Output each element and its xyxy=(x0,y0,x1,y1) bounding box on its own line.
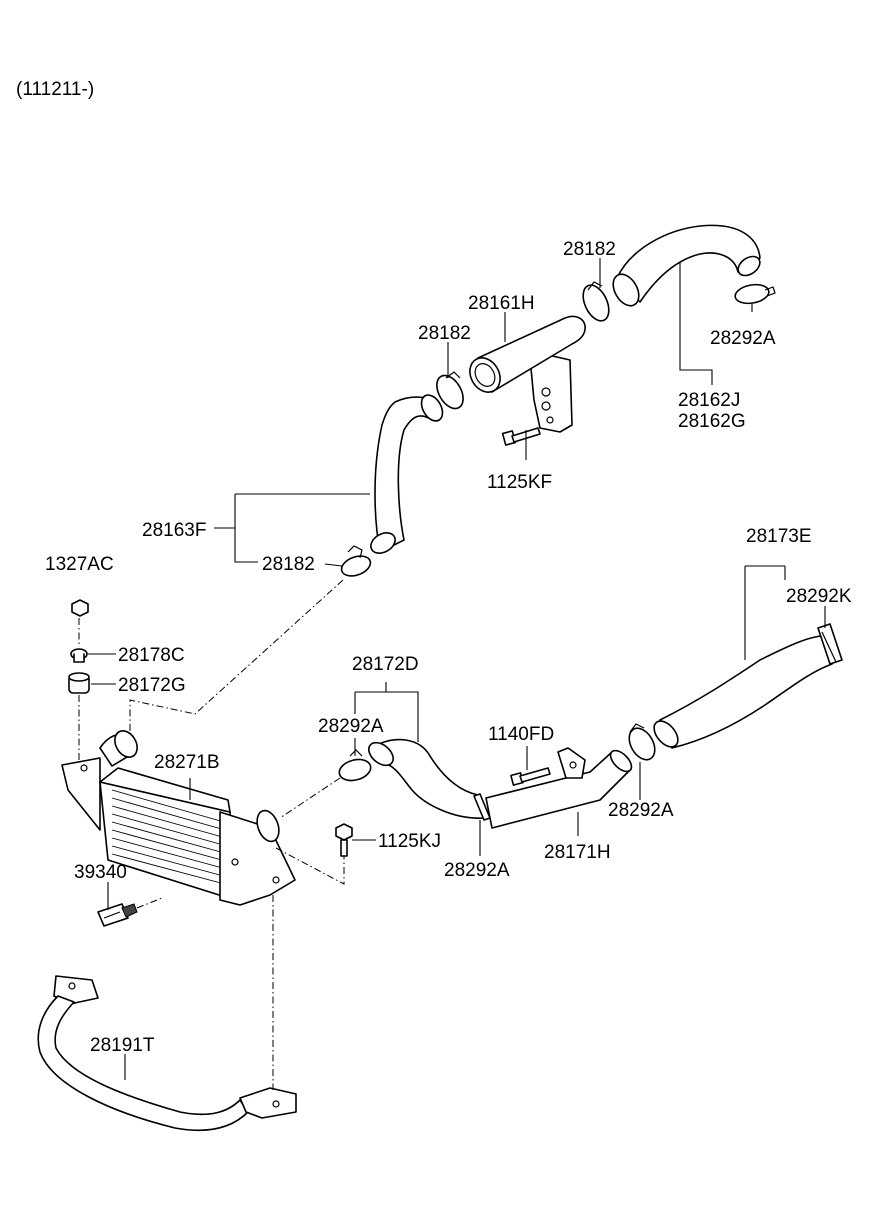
intercooler-hose-28172d[interactable] xyxy=(364,738,486,819)
hose-clamp-28292k[interactable] xyxy=(817,623,843,665)
hose-clamp-28182-top[interactable] xyxy=(578,281,614,325)
hose-clamp-28292a-mid[interactable] xyxy=(337,749,373,784)
insulator-28172g[interactable] xyxy=(68,672,90,694)
bolt-1125kj[interactable] xyxy=(335,823,353,857)
hose-clamp-28292a-right[interactable] xyxy=(624,723,660,764)
part-label-1140fd[interactable]: 1140FD xyxy=(488,724,554,745)
revision-code: (111211-) xyxy=(16,79,94,100)
part-label-1125kf[interactable]: 1125KF xyxy=(487,472,552,493)
part-label-28292a-mid[interactable]: 28292A xyxy=(318,716,384,737)
part-label-28292k[interactable]: 28292K xyxy=(786,586,852,607)
part-label-28292a-top[interactable]: 28292A xyxy=(710,328,776,349)
intercooler-hose-28163f[interactable] xyxy=(367,391,447,557)
intercooler-assembly-28271b[interactable] xyxy=(61,727,296,906)
part-label-28163f[interactable]: 28163F xyxy=(142,520,206,541)
hose-clamp-28292a-top[interactable] xyxy=(734,282,776,306)
bolt-1125kf[interactable] xyxy=(501,427,541,446)
bolt-1140fd[interactable] xyxy=(510,767,551,786)
collar-28178c[interactable] xyxy=(70,648,88,663)
part-label-28178c[interactable]: 28178C xyxy=(118,645,185,666)
part-label-28162g[interactable]: 28162G xyxy=(678,411,746,432)
part-label-28162j[interactable]: 28162J xyxy=(678,390,740,411)
part-label-28171h[interactable]: 28171H xyxy=(544,842,611,863)
part-label-28271b[interactable]: 28271B xyxy=(154,752,220,773)
part-label-39340[interactable]: 39340 xyxy=(74,862,127,883)
temperature-sensor-39340[interactable] xyxy=(97,903,138,927)
part-label-28292a-bottom[interactable]: 28292A xyxy=(444,860,510,881)
part-label-28161h[interactable]: 28161H xyxy=(468,293,535,314)
part-label-1125kj[interactable]: 1125KJ xyxy=(378,831,441,852)
part-label-28172g[interactable]: 28172G xyxy=(118,675,186,696)
upper-hose-28162j[interactable] xyxy=(608,224,763,310)
hose-clamp-28182-low[interactable] xyxy=(339,545,373,580)
part-label-28182-top[interactable]: 28182 xyxy=(563,239,616,260)
hose-clamp-28182-mid[interactable] xyxy=(431,371,468,413)
intercooler-pipe-28171h[interactable] xyxy=(485,747,635,829)
part-label-28182-mid[interactable]: 28182 xyxy=(418,323,471,344)
part-label-28191t[interactable]: 28191T xyxy=(90,1035,155,1056)
part-label-1327ac[interactable]: 1327AC xyxy=(45,554,114,575)
intercooler-hose-28173e[interactable] xyxy=(649,635,833,751)
nut-1327ac[interactable] xyxy=(71,599,89,617)
intercooler-pipe-28161h[interactable] xyxy=(464,315,586,433)
part-label-28292a-right[interactable]: 28292A xyxy=(608,800,674,821)
part-label-28172d[interactable]: 28172D xyxy=(352,654,419,675)
intercooler-bracket-28191t[interactable] xyxy=(37,975,297,1132)
part-label-28173e[interactable]: 28173E xyxy=(746,526,812,547)
part-label-28182-low[interactable]: 28182 xyxy=(262,554,315,575)
